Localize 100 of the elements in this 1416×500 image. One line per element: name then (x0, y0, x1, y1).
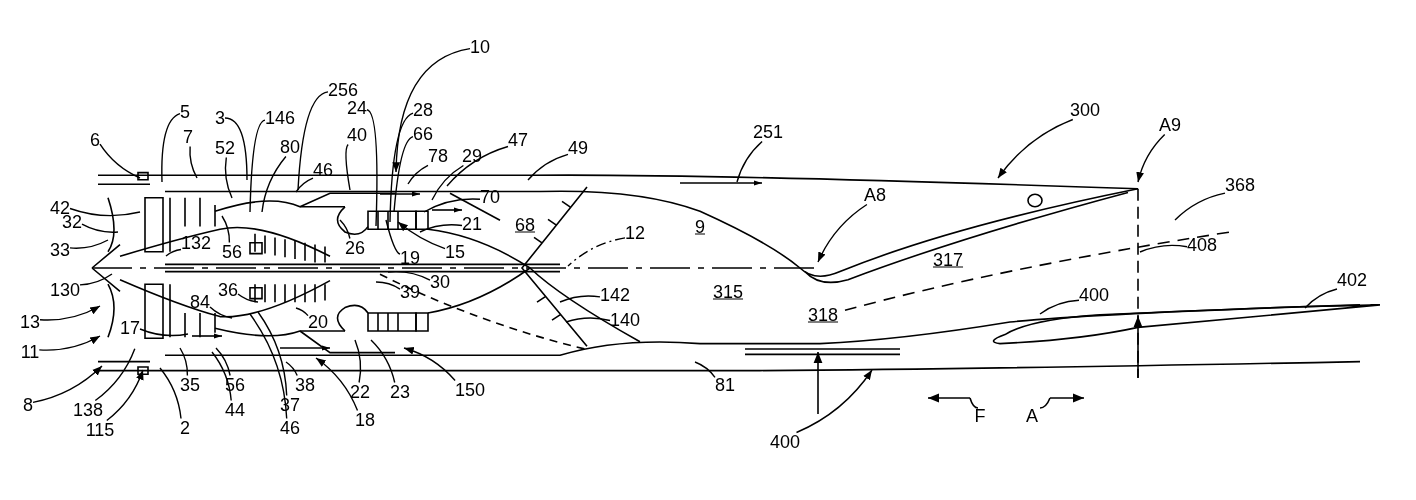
callout-number: 132 (181, 233, 211, 253)
leader-line (261, 155, 287, 213)
callout-number: A8 (864, 185, 886, 205)
leader-line (159, 367, 182, 420)
leader-line (389, 112, 414, 223)
leader-line (215, 347, 231, 377)
leader-line (567, 237, 626, 267)
direction-letter: A (1026, 406, 1038, 426)
callout-number: 44 (225, 400, 245, 420)
callout-number: 47 (508, 130, 528, 150)
callout-number: 408 (1187, 235, 1217, 255)
callout-number: 8 (23, 395, 33, 415)
leader-line (446, 145, 509, 187)
leader-arrow (39, 305, 101, 321)
leader-arrow (397, 221, 446, 250)
callout-number: 33 (50, 240, 70, 260)
leader-line (249, 313, 288, 420)
callout-number: 10 (470, 37, 490, 57)
leader-line (69, 207, 141, 217)
leader-line (295, 177, 314, 193)
callout-number: 251 (753, 122, 783, 142)
callout-number: 12 (625, 223, 645, 243)
section-number: 317 (933, 250, 963, 270)
callout-number: 24 (347, 98, 367, 118)
leader-line (165, 248, 182, 257)
callout-number: 29 (462, 146, 482, 166)
callout-number: 20 (308, 312, 328, 332)
callout-number: 300 (1070, 100, 1100, 120)
callout-number: 142 (600, 285, 630, 305)
callout-number: 35 (180, 375, 200, 395)
callout-number: 26 (345, 238, 365, 258)
leader-line (139, 328, 189, 337)
leader-line (345, 143, 351, 191)
leader-line (1039, 299, 1080, 315)
leader-line (161, 112, 181, 183)
section-number: 9 (695, 217, 705, 237)
leader-arrow (817, 203, 868, 263)
leader-line (423, 198, 481, 213)
callout-number: 2 (180, 418, 190, 438)
callout-number: 28 (413, 100, 433, 120)
callout-number: 40 (347, 125, 367, 145)
leader-arrow (1136, 133, 1166, 183)
callout-number: 56 (222, 242, 242, 262)
leader-line (81, 223, 119, 233)
leader-line (339, 219, 351, 240)
leader-arrow (392, 47, 471, 173)
leader-line (431, 164, 465, 201)
leader-arrow (997, 118, 1074, 179)
callout-number: 400 (1079, 285, 1109, 305)
callout-number: 15 (445, 242, 465, 262)
leader-line (69, 239, 109, 249)
callout-number: 17 (120, 318, 140, 338)
leader-line (297, 91, 329, 191)
leader-arrow (32, 365, 103, 404)
section-number: 318 (808, 305, 838, 325)
callout-number: 138 (73, 400, 103, 420)
callout-number: 146 (265, 108, 295, 128)
leader-line (565, 317, 611, 323)
leader-line (354, 339, 362, 384)
callout-number: 36 (218, 280, 238, 300)
leader-line (221, 215, 231, 244)
leader-line (407, 164, 429, 185)
callout-number: 368 (1225, 175, 1255, 195)
callout-number: 38 (295, 375, 315, 395)
callout-number: 21 (462, 214, 482, 234)
callout-number: 46 (280, 418, 300, 438)
leader-line (366, 109, 378, 227)
callout-number: 32 (62, 212, 82, 232)
section-number: 68 (515, 215, 535, 235)
callout-number: 66 (413, 124, 433, 144)
callout-number: 80 (280, 137, 300, 157)
direction-letter: F (974, 406, 986, 426)
leader-line (179, 347, 189, 377)
leader-line (375, 281, 401, 290)
leader-arrow (795, 369, 873, 434)
leader-line (237, 293, 259, 303)
leader-arrow (403, 347, 456, 382)
leader-line (559, 295, 601, 303)
callout-number: 11 (20, 342, 40, 362)
callout-number: 13 (20, 312, 40, 332)
callout-number: 39 (400, 282, 420, 302)
leader-line (224, 117, 248, 181)
leader-line (694, 361, 716, 378)
callout-number: 150 (455, 380, 485, 400)
leader-line (79, 273, 113, 286)
callout-number: 30 (430, 272, 450, 292)
callout-number: 130 (50, 280, 80, 300)
leader-line (527, 153, 569, 181)
leader-line (736, 140, 763, 183)
callout-number: 52 (215, 138, 235, 158)
leader-line (211, 351, 232, 402)
callout-number: 7 (183, 127, 193, 147)
callout-number: 3 (215, 108, 225, 128)
callout-number: 115 (85, 420, 115, 440)
leader-line (189, 145, 198, 179)
callout-number: 6 (90, 130, 100, 150)
section-number: 315 (713, 282, 743, 302)
callout-number: 84 (190, 292, 210, 312)
callout-number: A9 (1159, 115, 1181, 135)
leader-line (224, 156, 233, 199)
